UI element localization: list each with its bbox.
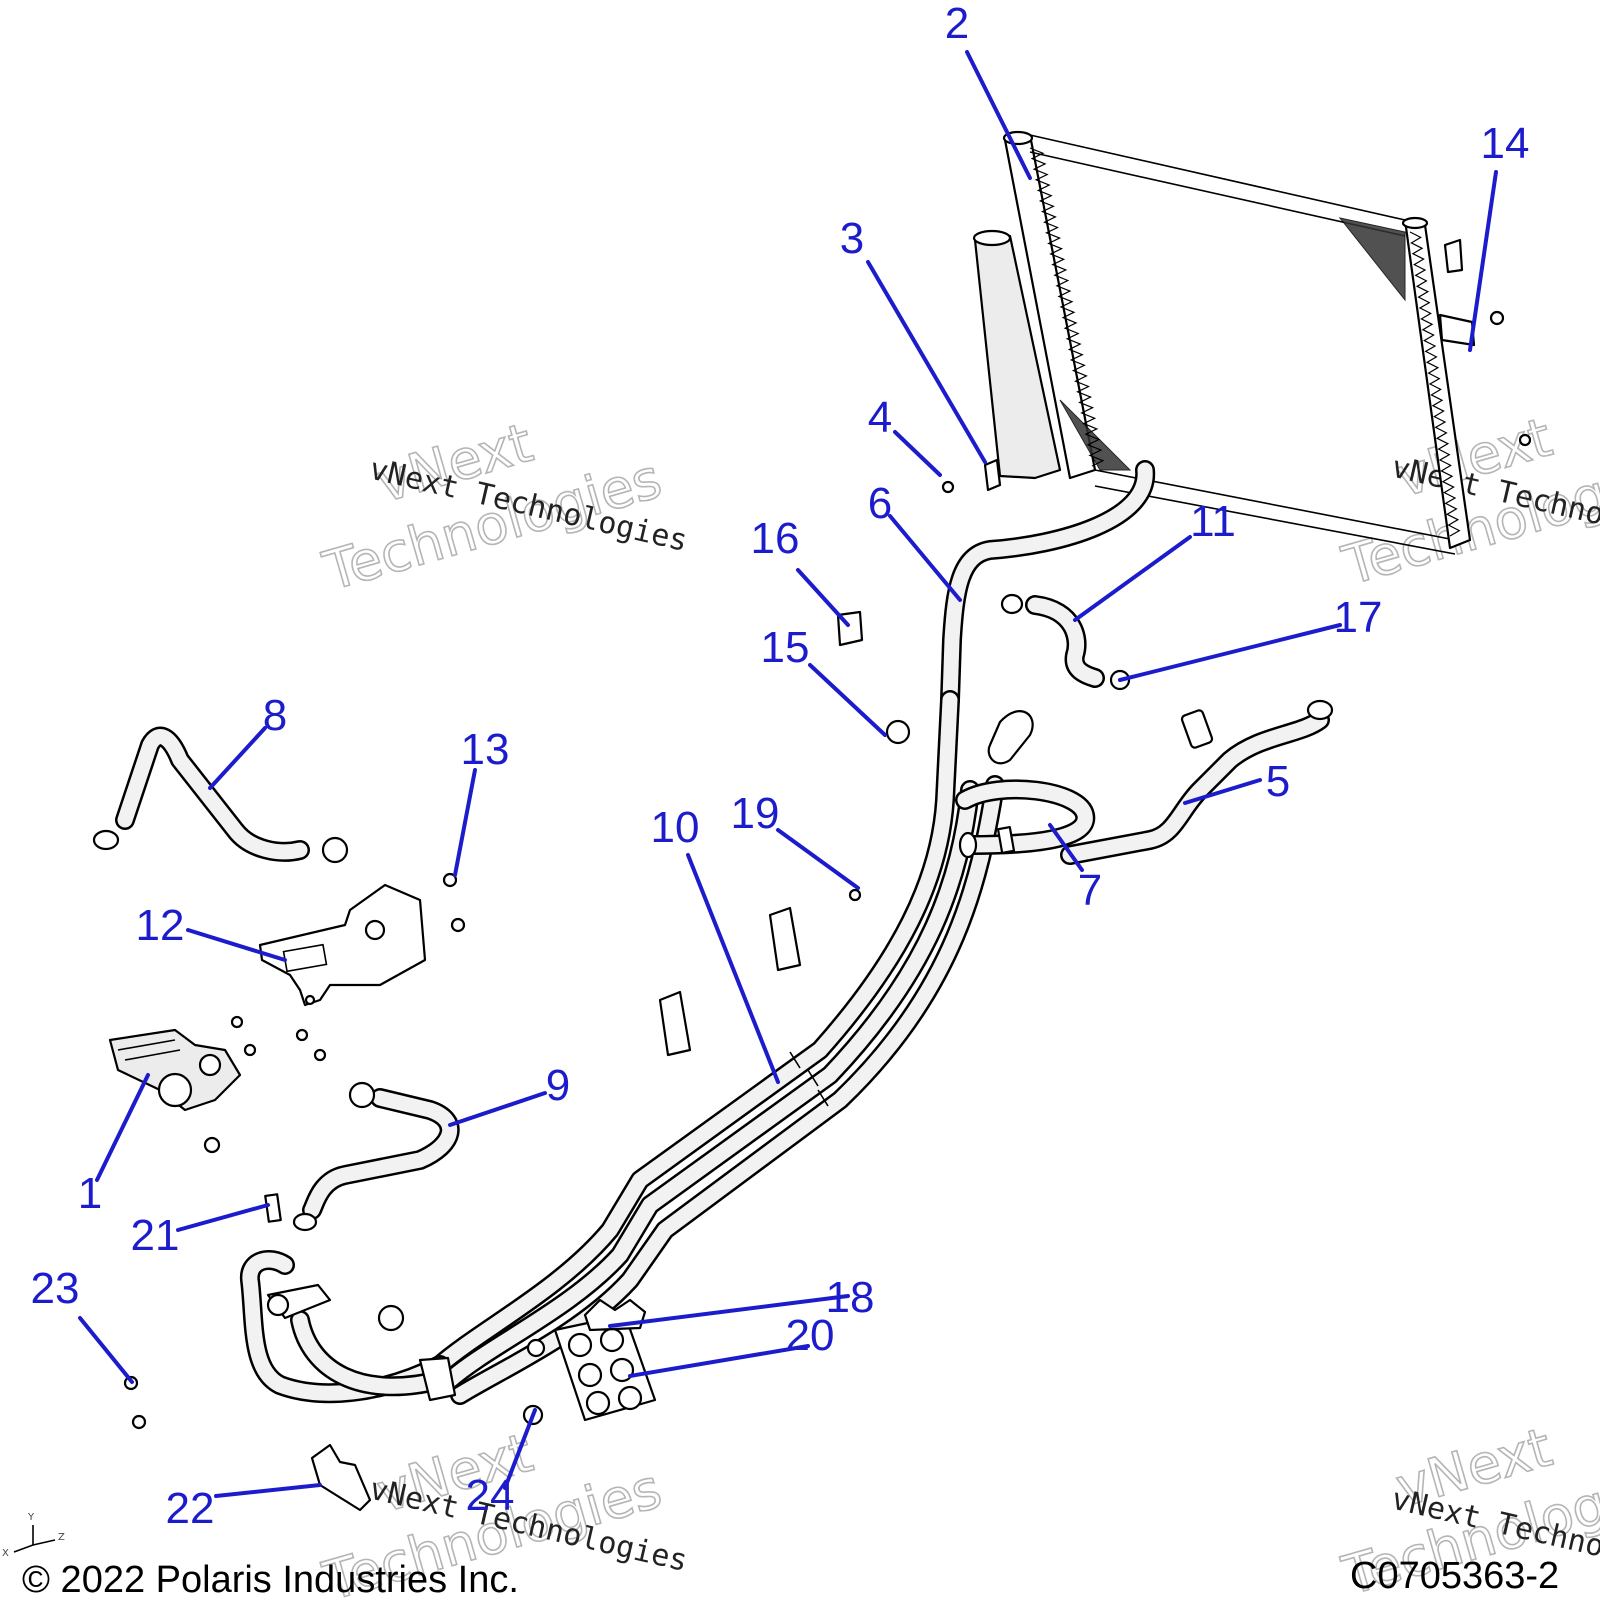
leader-line-17 bbox=[1118, 623, 1342, 682]
leader-line-13 bbox=[453, 768, 477, 877]
leader-line-20 bbox=[628, 1344, 810, 1378]
leader-line-1 bbox=[95, 1073, 150, 1182]
callout-18: 18 bbox=[826, 1273, 875, 1322]
callout-4: 4 bbox=[868, 393, 892, 442]
callout-10: 10 bbox=[651, 803, 700, 852]
radiator-part bbox=[972, 130, 1476, 555]
callout-11: 11 bbox=[1190, 497, 1236, 546]
tube-bundle-10 bbox=[430, 690, 1005, 1405]
copyright-text: © 2022 Polaris Industries Inc. bbox=[22, 1559, 519, 1600]
callout-14: 14 bbox=[1481, 119, 1530, 168]
leader-line-9 bbox=[448, 1091, 547, 1127]
leader-line-7 bbox=[1048, 823, 1084, 872]
callout-16: 16 bbox=[751, 514, 800, 563]
hose-11 bbox=[1000, 593, 1105, 688]
callout-12: 12 bbox=[136, 901, 185, 950]
callout-21: 21 bbox=[131, 1211, 180, 1260]
svg-text:X: X bbox=[2, 1548, 9, 1559]
leader-line-10 bbox=[686, 853, 780, 1084]
drawing-number: C0705363-2 bbox=[1350, 1555, 1559, 1597]
tube-5 bbox=[1060, 699, 1334, 865]
bracket-22 bbox=[310, 1443, 372, 1512]
leader-line-19 bbox=[776, 828, 860, 890]
leader-line-21 bbox=[176, 1203, 270, 1232]
callout-17: 17 bbox=[1334, 593, 1383, 642]
leader-line-18 bbox=[608, 1294, 850, 1328]
callout-1: 1 bbox=[78, 1169, 102, 1218]
hose-6 bbox=[940, 460, 1156, 710]
callout-15: 15 bbox=[761, 623, 810, 672]
callout-20: 20 bbox=[786, 1311, 835, 1360]
fasteners bbox=[123, 310, 1532, 1430]
callout-5: 5 bbox=[1266, 757, 1290, 806]
callout-13: 13 bbox=[461, 725, 510, 774]
svg-text:Z: Z bbox=[58, 1532, 65, 1543]
radiator-fins-left bbox=[1029, 147, 1105, 467]
callout-23: 23 bbox=[31, 1264, 80, 1313]
hose-9 bbox=[292, 1081, 460, 1232]
tube-loop-lower bbox=[240, 1250, 457, 1404]
callout-24: 24 bbox=[466, 1471, 515, 1520]
callout-22: 22 bbox=[166, 1484, 215, 1533]
leader-line-6 bbox=[888, 514, 962, 602]
hose-8 bbox=[92, 726, 349, 864]
callout-19: 19 bbox=[731, 789, 780, 838]
leader-line-11 bbox=[1073, 535, 1192, 622]
leader-line-5 bbox=[1183, 778, 1262, 805]
callout-9: 9 bbox=[546, 1061, 570, 1110]
svg-text:Y: Y bbox=[27, 1512, 35, 1523]
leader-line-16 bbox=[796, 568, 850, 627]
grommet-block-20 bbox=[553, 1313, 657, 1422]
hose-7 bbox=[955, 710, 1096, 859]
leader-line-3 bbox=[866, 260, 987, 464]
leader-line-2 bbox=[965, 50, 1032, 180]
leader-line-22 bbox=[214, 1483, 322, 1498]
leader-line-12 bbox=[186, 928, 287, 962]
leader-lines bbox=[78, 50, 1498, 1498]
leader-line-14 bbox=[1468, 170, 1498, 352]
leader-line-8 bbox=[208, 726, 267, 790]
leader-line-24 bbox=[503, 1408, 537, 1490]
leader-line-15 bbox=[808, 663, 887, 737]
callout-6: 6 bbox=[868, 479, 892, 528]
bracket-12 bbox=[258, 883, 427, 1007]
callout-2: 2 bbox=[945, 0, 969, 48]
callout-7: 7 bbox=[1078, 866, 1102, 915]
axis-triad: Y X Z bbox=[2, 1512, 65, 1559]
callout-8: 8 bbox=[263, 691, 287, 740]
leader-line-23 bbox=[78, 1316, 134, 1384]
pump-1 bbox=[108, 1028, 242, 1112]
radiator-fins-right bbox=[1409, 231, 1461, 537]
leader-line-4 bbox=[893, 430, 942, 477]
callout-3: 3 bbox=[840, 214, 864, 263]
